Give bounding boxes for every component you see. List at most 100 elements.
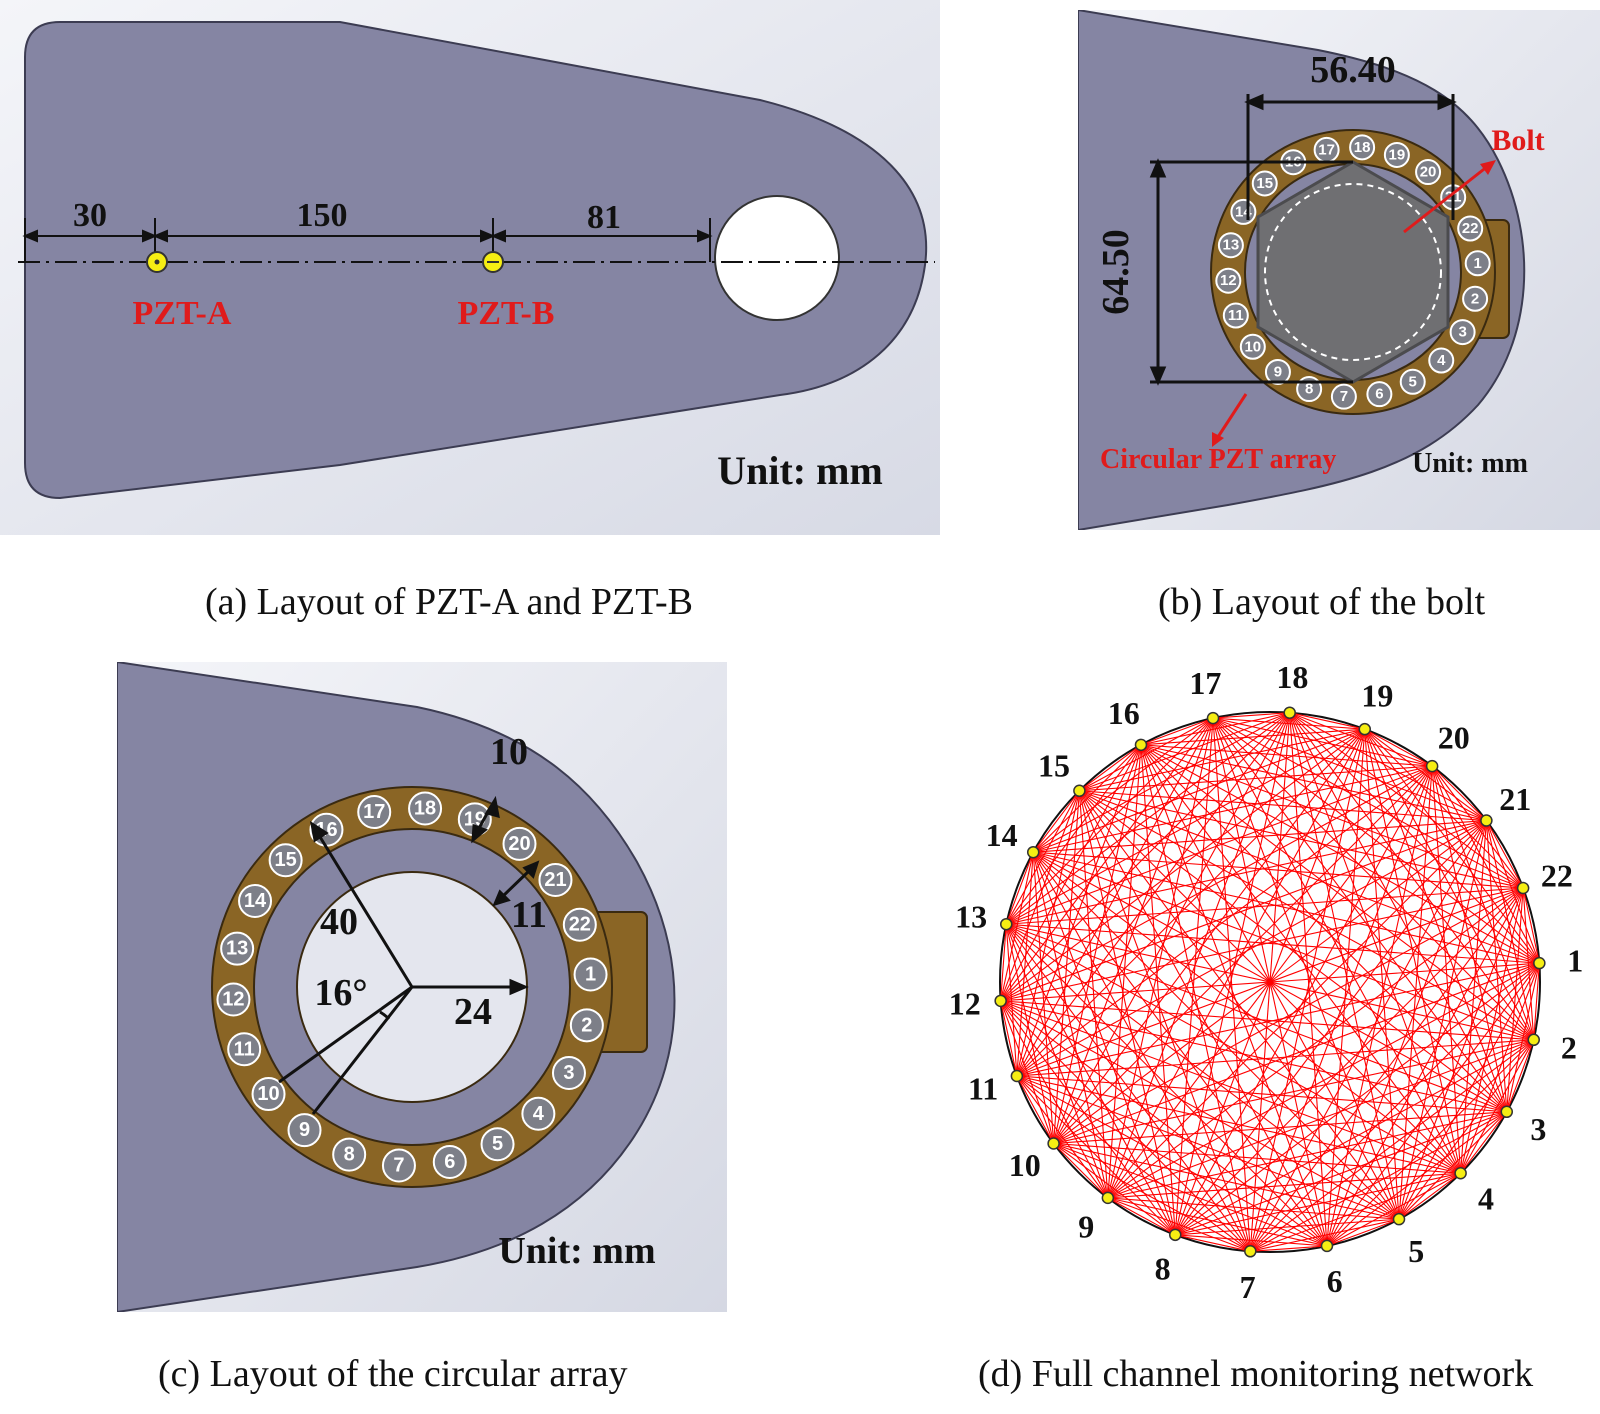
network-node-label-7: 7 <box>1240 1269 1256 1305</box>
ring-c-sensor-2 <box>569 1008 604 1043</box>
ring-c-sensor-label-18: 18 <box>414 797 436 819</box>
path-2-17 <box>1212 717 1535 1041</box>
ring-b-sensor-label-17: 17 <box>1318 141 1335 158</box>
network-node-1 <box>1533 956 1546 970</box>
path-5-19 <box>1364 729 1400 1220</box>
network-paths <box>1000 712 1540 1252</box>
network-node-label-10: 10 <box>1009 1147 1041 1183</box>
ring-b-sensor-9 <box>1264 358 1291 385</box>
dim-11: 11 <box>511 894 547 936</box>
ring-c-sensor-21 <box>538 862 573 897</box>
unit-label-c: Unit: mm <box>498 1230 655 1272</box>
network-node-label-15: 15 <box>1038 747 1070 783</box>
path-16-20 <box>1140 744 1433 767</box>
path-9-18 <box>1107 712 1291 1199</box>
network-node-label-16: 16 <box>1108 695 1140 731</box>
ring-b-sensor-label-13: 13 <box>1223 237 1240 254</box>
path-17-22 <box>1212 717 1524 889</box>
path-2-9 <box>1107 1039 1534 1199</box>
path-13-18 <box>1005 712 1291 925</box>
path-6-21 <box>1326 820 1487 1247</box>
ring-c-sensor-9 <box>287 1113 322 1148</box>
path-16-19 <box>1140 728 1365 746</box>
bolt-shank-outline <box>1264 183 1442 361</box>
ring-c-sensor-label-9: 9 <box>299 1119 310 1141</box>
ring-c-sensor-label-22: 22 <box>569 914 591 936</box>
path-5-20 <box>1398 766 1433 1220</box>
path-19-21 <box>1364 728 1487 821</box>
network-boundary <box>999 711 1541 1253</box>
bolt-pointer <box>1403 164 1489 234</box>
network-node-2 <box>1527 1033 1540 1047</box>
path-3-18 <box>1289 712 1508 1113</box>
path-11-17 <box>1016 717 1214 1077</box>
path-4-5 <box>1398 1172 1461 1220</box>
dim-40: 40 <box>320 901 358 943</box>
network-node-label-13: 13 <box>955 898 987 934</box>
label-bolt: Bolt <box>1491 124 1544 157</box>
path-3-4 <box>1460 1111 1508 1174</box>
path-9-10 <box>1053 1143 1109 1199</box>
ring-b-sensor-label-8: 8 <box>1305 381 1313 398</box>
path-10-18 <box>1053 712 1291 1144</box>
network-node-label-18: 18 <box>1276 660 1308 695</box>
network-node-19 <box>1358 722 1372 736</box>
ring-c-sensor-11 <box>227 1032 262 1067</box>
path-3-21 <box>1485 820 1508 1112</box>
path-5-12 <box>1000 1000 1400 1220</box>
path-4-13 <box>1005 923 1461 1174</box>
caption-a: (a) Layout of PZT-A and PZT-B <box>205 581 693 623</box>
plate-a <box>24 21 928 500</box>
path-14-16 <box>1032 744 1142 853</box>
path-14-17 <box>1032 717 1214 853</box>
dim-150: 150 <box>297 197 348 234</box>
ring-b-sensor-label-14: 14 <box>1235 203 1252 220</box>
dim-56-40: 56.40 <box>1310 49 1396 91</box>
path-15-16 <box>1079 744 1142 792</box>
ring-c-sensor-18 <box>408 791 443 826</box>
path-1-10 <box>1053 962 1540 1144</box>
ring-b-sensor-4 <box>1428 347 1455 374</box>
dim-10: 10 <box>490 731 528 773</box>
network-node-6 <box>1320 1239 1334 1253</box>
ring-b-sensor-13 <box>1217 232 1244 259</box>
ring-c-sensor-label-7: 7 <box>393 1155 404 1177</box>
ring-c-sensor-label-11: 11 <box>234 1038 255 1060</box>
path-4-20 <box>1431 766 1462 1174</box>
path-3-10 <box>1053 1111 1507 1145</box>
path-14-22 <box>1033 851 1524 889</box>
path-13-17 <box>1005 717 1214 925</box>
network-node-20 <box>1425 759 1439 773</box>
path-14-19 <box>1033 728 1365 853</box>
caption-c: (c) Layout of the circular array <box>158 1353 628 1395</box>
path-3-6 <box>1326 1111 1508 1247</box>
path-19-20 <box>1364 728 1433 767</box>
path-17-19 <box>1212 717 1365 730</box>
ring-b-sensor-22 <box>1457 215 1484 242</box>
ring-c-sensor-label-12: 12 <box>222 988 244 1010</box>
ring-c-sensor-7 <box>381 1148 416 1183</box>
path-13-19 <box>1005 728 1366 925</box>
path-1-22 <box>1522 887 1540 964</box>
label-circular-array: Circular PZT array <box>1100 444 1336 475</box>
path-8-15 <box>1078 790 1176 1235</box>
network-node-18 <box>1283 706 1296 719</box>
path-7-8 <box>1175 1234 1251 1252</box>
path-4-7 <box>1250 1172 1461 1252</box>
ring-b-sensor-6 <box>1366 381 1393 408</box>
network-node-label-19: 19 <box>1361 677 1393 713</box>
ring-c-sensor-12 <box>216 982 251 1017</box>
network-node-12 <box>994 994 1007 1008</box>
path-7-19 <box>1249 729 1366 1252</box>
path-12-14 <box>1000 852 1034 1001</box>
path-14-15 <box>1032 790 1080 853</box>
path-7-21 <box>1249 820 1487 1252</box>
path-18-20 <box>1289 712 1433 767</box>
network-node-7 <box>1244 1245 1257 1258</box>
path-5-6 <box>1326 1218 1400 1247</box>
path-10-11 <box>1016 1075 1055 1144</box>
path-12-15 <box>1000 790 1080 1002</box>
ring-b-sensor-label-12: 12 <box>1220 272 1237 289</box>
